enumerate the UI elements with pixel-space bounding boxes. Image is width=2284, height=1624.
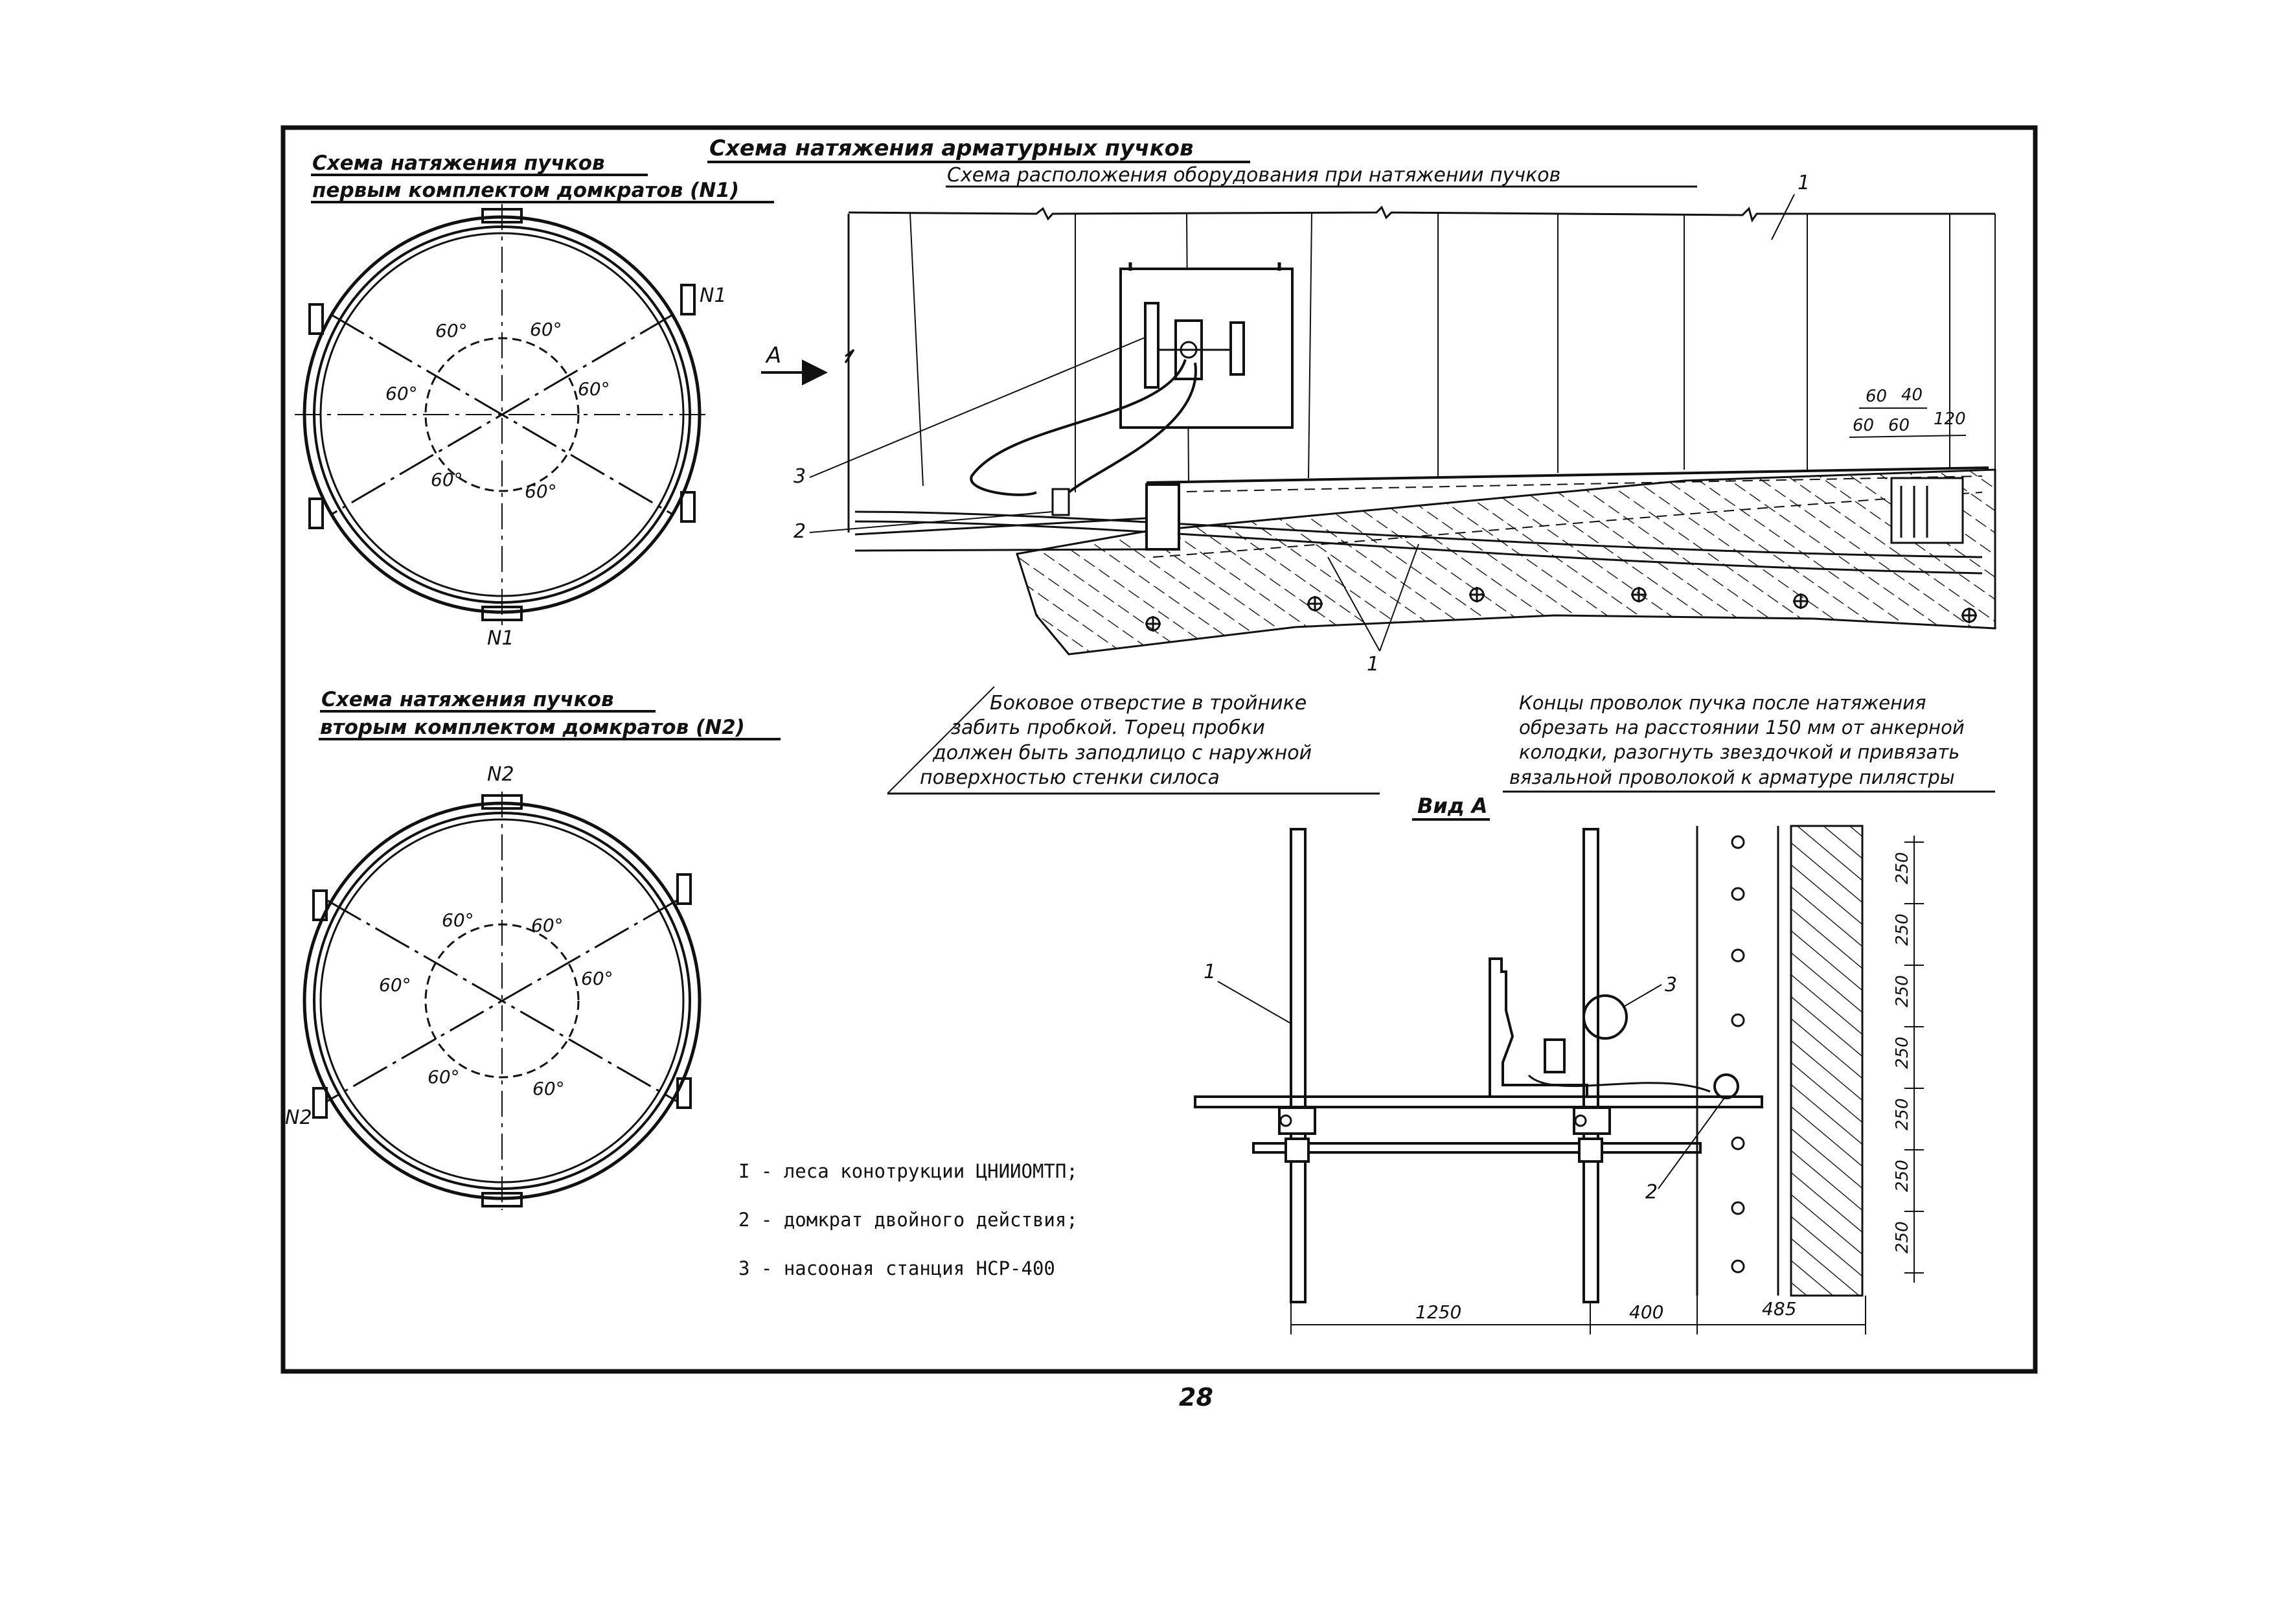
scheme-n2-title-line1: Схема натяжения пучков xyxy=(321,688,614,711)
dim-label: 60 xyxy=(1853,416,1874,435)
dim-label: 60 xyxy=(1866,387,1887,406)
jack-label-n1-bottom: N1 xyxy=(487,627,514,650)
angle-label: 60° xyxy=(530,319,562,340)
dim-label: 485 xyxy=(1762,1298,1796,1320)
section-arrow-label: A xyxy=(765,343,781,369)
view-a-callout-1: 1 xyxy=(1204,961,1216,983)
dim-label: 250 xyxy=(1893,1221,1912,1253)
angle-label: 60° xyxy=(379,974,411,996)
dim-label: 400 xyxy=(1629,1301,1663,1323)
note-right-line: Концы проволок пучка после натяжения xyxy=(1519,692,1926,714)
dim-label: 250 xyxy=(1893,1160,1912,1192)
ring-diagram-n1: N1 N1 60° 60° 60° 60° 60° 60° xyxy=(295,204,727,650)
legend: I - леса конотрукции ЦНИИОМТП; 2 - домкр… xyxy=(738,1160,1078,1279)
dim-label: 250 xyxy=(1893,852,1912,884)
angle-label: 60° xyxy=(435,320,468,341)
dim-label: 120 xyxy=(1934,409,1966,429)
callout-3: 3 xyxy=(794,465,806,488)
callout-1-top: 1 xyxy=(1798,172,1810,194)
angle-label: 60° xyxy=(385,383,418,404)
main-title: Схема натяжения арматурных пучков xyxy=(709,135,1194,161)
angle-label: 60° xyxy=(442,909,474,931)
dim-label: 250 xyxy=(1893,975,1912,1007)
legend-item: 2 - домкрат двойного действия; xyxy=(738,1209,1078,1231)
jack-label-n2-bottom: N2 xyxy=(285,1106,312,1129)
angle-label: 60° xyxy=(581,968,613,989)
ring-diagram-n2: N2 N2 60° 60° 60° 60° 60° 60° xyxy=(285,763,702,1210)
legend-item: I - леса конотрукции ЦНИИОМТП; xyxy=(738,1160,1078,1182)
angle-label: 60° xyxy=(431,469,463,490)
scheme-n1-title-line2: первым комплектом домкратов (N1) xyxy=(312,179,739,202)
view-a-title: Вид А xyxy=(1417,794,1488,818)
angle-label: 60° xyxy=(531,915,564,936)
callout-1-bottom: 1 xyxy=(1367,653,1379,676)
note-left-line: забить пробкой. Торец пробки xyxy=(951,716,1265,739)
dim-label: 250 xyxy=(1893,913,1912,946)
angle-label: 60° xyxy=(578,378,610,400)
angle-label: 60° xyxy=(525,481,557,502)
note-right-line: колодки, разогнуть звездочкой и привязат… xyxy=(1519,741,1959,763)
sheet-frame xyxy=(280,125,2038,1374)
jack-label-n1-top: N1 xyxy=(700,284,727,307)
view-a-drawing: 1 3 2 1250 400 485 250 250 250 250 250 2… xyxy=(1194,825,1924,1334)
callout-2: 2 xyxy=(794,520,806,543)
dim-label: 1250 xyxy=(1415,1301,1461,1323)
equipment-title: Схема расположения оборудования при натя… xyxy=(947,164,1560,187)
page-number: 28 xyxy=(1179,1383,1213,1412)
dim-label: 60 xyxy=(1888,416,1910,435)
legend-item: 3 - насооная станция НСР-400 xyxy=(738,1257,1055,1279)
dim-label: 250 xyxy=(1893,1036,1912,1069)
view-a-callout-2: 2 xyxy=(1645,1181,1658,1204)
note-right: Концы проволок пучка после натяжения обр… xyxy=(1503,692,1995,793)
note-left-line: поверхностью стенки силоса xyxy=(920,766,1220,789)
equipment-layout-drawing: A 1 2 3 1 60 40 60 60 120 xyxy=(761,172,1996,676)
note-right-line: вязальной проволокой к арматуре пилястры xyxy=(1509,766,1955,788)
note-left-line: Боковое отверстие в тройнике xyxy=(990,692,1307,715)
scheme-n2-title-line2: вторым комплектом домкратов (N2) xyxy=(320,716,745,739)
jack-label-n2-top: N2 xyxy=(487,763,514,786)
angle-label: 60° xyxy=(532,1078,565,1099)
dim-label: 250 xyxy=(1893,1098,1912,1130)
scheme-n1-title-line1: Схема натяжения пучков xyxy=(312,152,605,175)
note-left-line: должен быть заподлицо с наружной xyxy=(932,742,1312,764)
note-left: Боковое отверстие в тройнике забить проб… xyxy=(887,686,1380,795)
angle-label: 60° xyxy=(428,1066,460,1088)
view-a-callout-3: 3 xyxy=(1665,974,1677,996)
note-right-line: обрезать на расстоянии 150 мм от анкерно… xyxy=(1519,716,1965,738)
dim-label: 40 xyxy=(1901,385,1923,405)
